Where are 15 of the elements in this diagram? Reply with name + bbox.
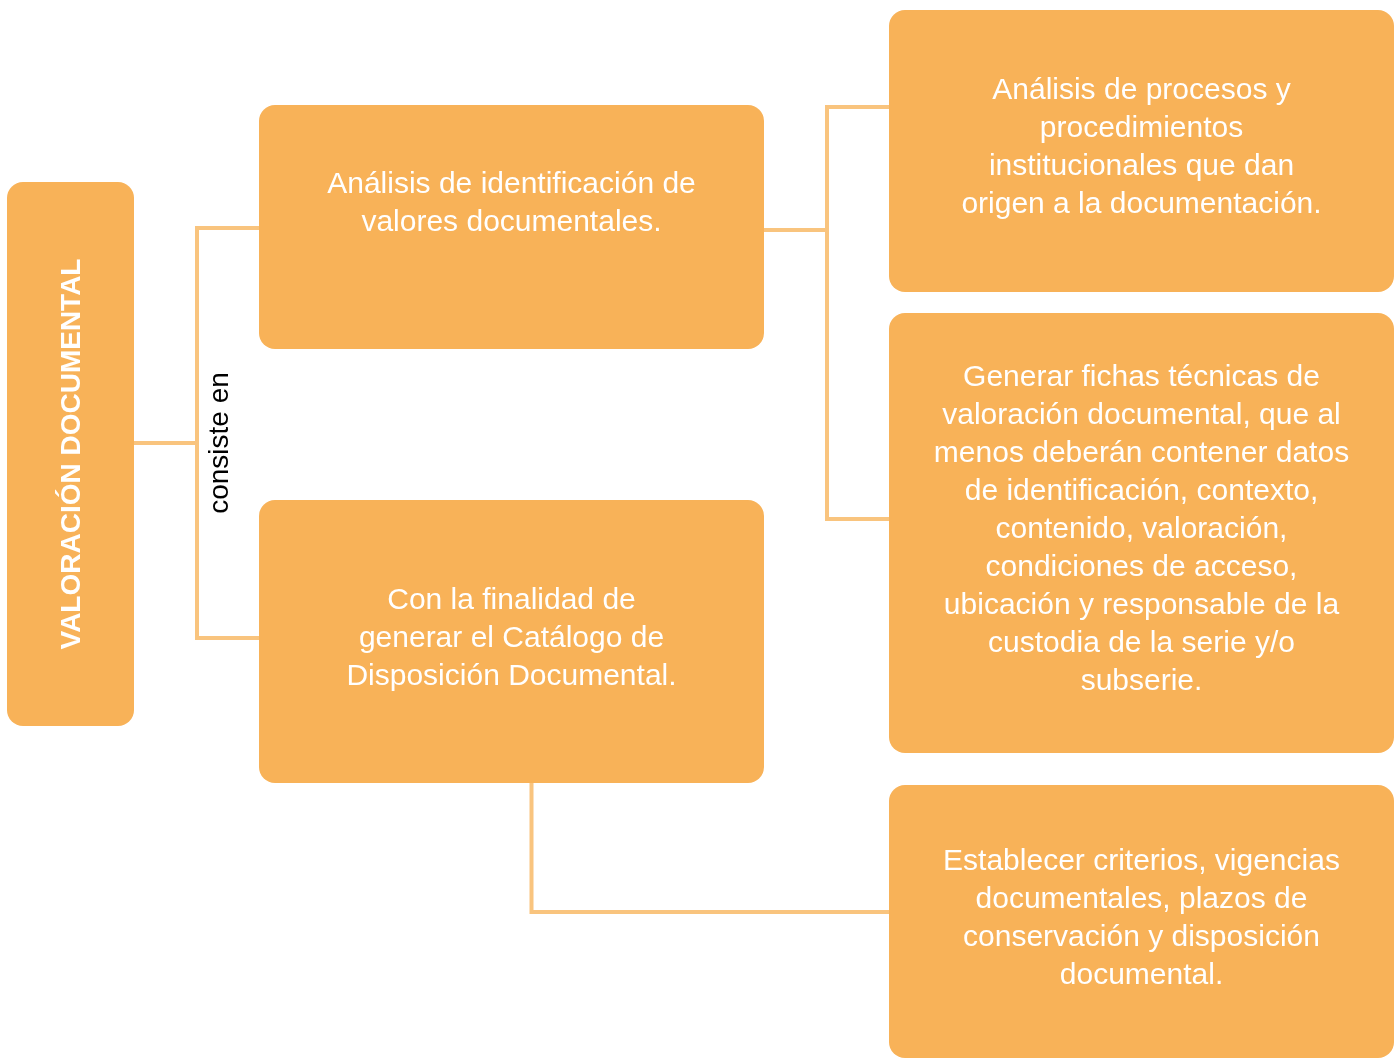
process-box [259,500,764,783]
process-box [889,785,1394,1058]
box-text: Generar fichas técnicas de valoración documental, que al menos deberán contener datos de identificación, contexto, contenido, valoración, condiciones de acceso, ubicación y responsable de la custodia de la serie y/o subserie. [932,358,1351,698]
box-text: Establecer criterios, vigencias documentales, plazos de conservación y disposición documental. [942,841,1341,992]
process-box [889,313,1394,753]
process-box [889,10,1394,292]
process-box [7,182,134,726]
title-text: VALORACIÓN DOCUMENTAL [53,258,87,650]
process-box [259,105,764,349]
box-text: Con la finalidad de generar el Catálogo de Disposición Documental. [345,580,678,693]
edge-label: consiste en [203,372,235,514]
box-text: Análisis de identificación de valores documentales. [326,165,697,239]
box-text: Análisis de procesos y procedimientos institucionales que dan origen a la documentación. [960,71,1323,221]
connector-line [529,783,889,914]
connector-line [764,228,889,521]
